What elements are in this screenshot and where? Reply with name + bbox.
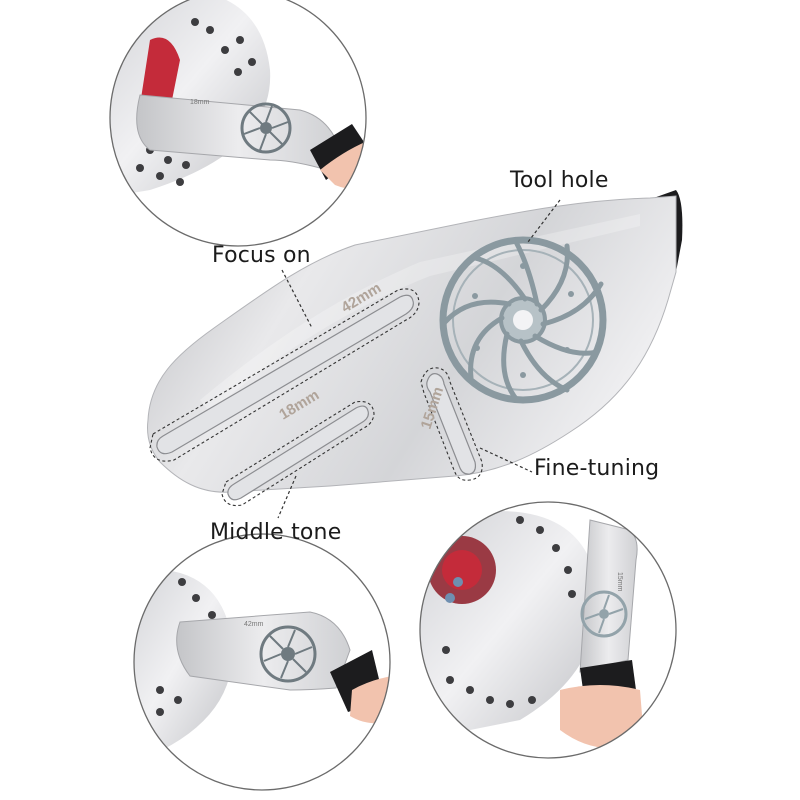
callout-tool-hole: Tool hole	[510, 168, 609, 193]
slot-18mm	[227, 405, 369, 501]
inset-bottom-left-slot-label: 42mm	[244, 621, 264, 628]
callout-fine-tuning: Fine-tuning	[534, 456, 660, 481]
slot-15mm-guide	[420, 367, 483, 481]
tool-blade	[147, 195, 677, 493]
callout-middle-tone: Middle tone	[210, 520, 342, 545]
leader-middle-tone	[277, 475, 297, 519]
leader-tool-hole	[527, 199, 561, 243]
slot-15mm	[426, 373, 477, 475]
slot-42mm-guide	[149, 288, 420, 462]
inset-top-left: 18mm	[109, 0, 367, 247]
slot-18mm-guide	[221, 400, 375, 507]
slot-42mm	[156, 294, 414, 455]
inset-bottom-right-slot-label: 15mm	[616, 572, 623, 592]
blade-highlight	[200, 214, 640, 412]
callout-leaders	[277, 199, 561, 519]
inset-bottom-right: 15mm	[419, 501, 677, 759]
inset-bottom-left: 42mm	[133, 533, 391, 791]
leader-fine-tuning	[479, 447, 533, 473]
inset-top-left-slot-label: 18mm	[190, 99, 210, 106]
callout-focus-on: Focus on	[212, 243, 311, 268]
rotor-print-icon	[439, 236, 607, 404]
main-tool: 42mm 18mm 15mm	[147, 190, 683, 507]
